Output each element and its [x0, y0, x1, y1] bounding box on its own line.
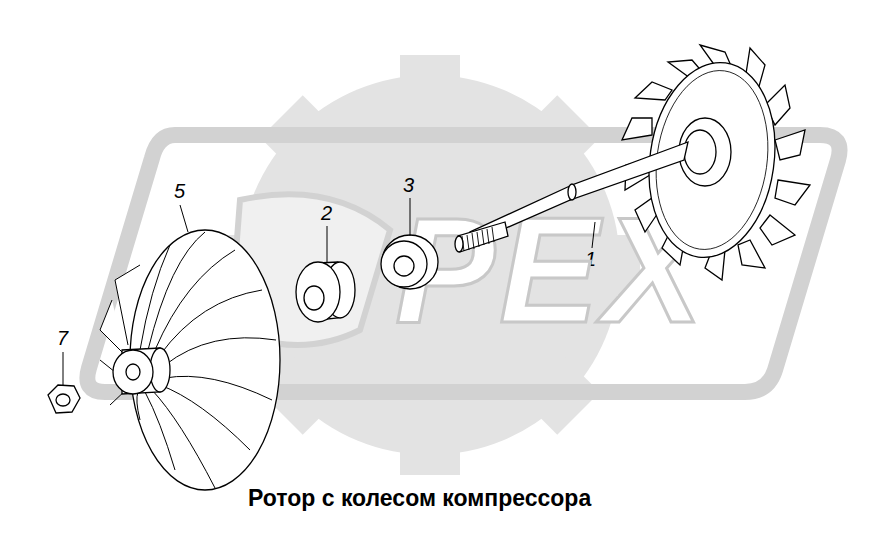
- callout-number: 7: [57, 328, 68, 348]
- callout-number: 3: [403, 175, 414, 195]
- callout-number: 5: [174, 181, 185, 201]
- figure-caption: Ротор с колесом компрессора: [248, 485, 591, 511]
- callout-number: 2: [321, 203, 332, 223]
